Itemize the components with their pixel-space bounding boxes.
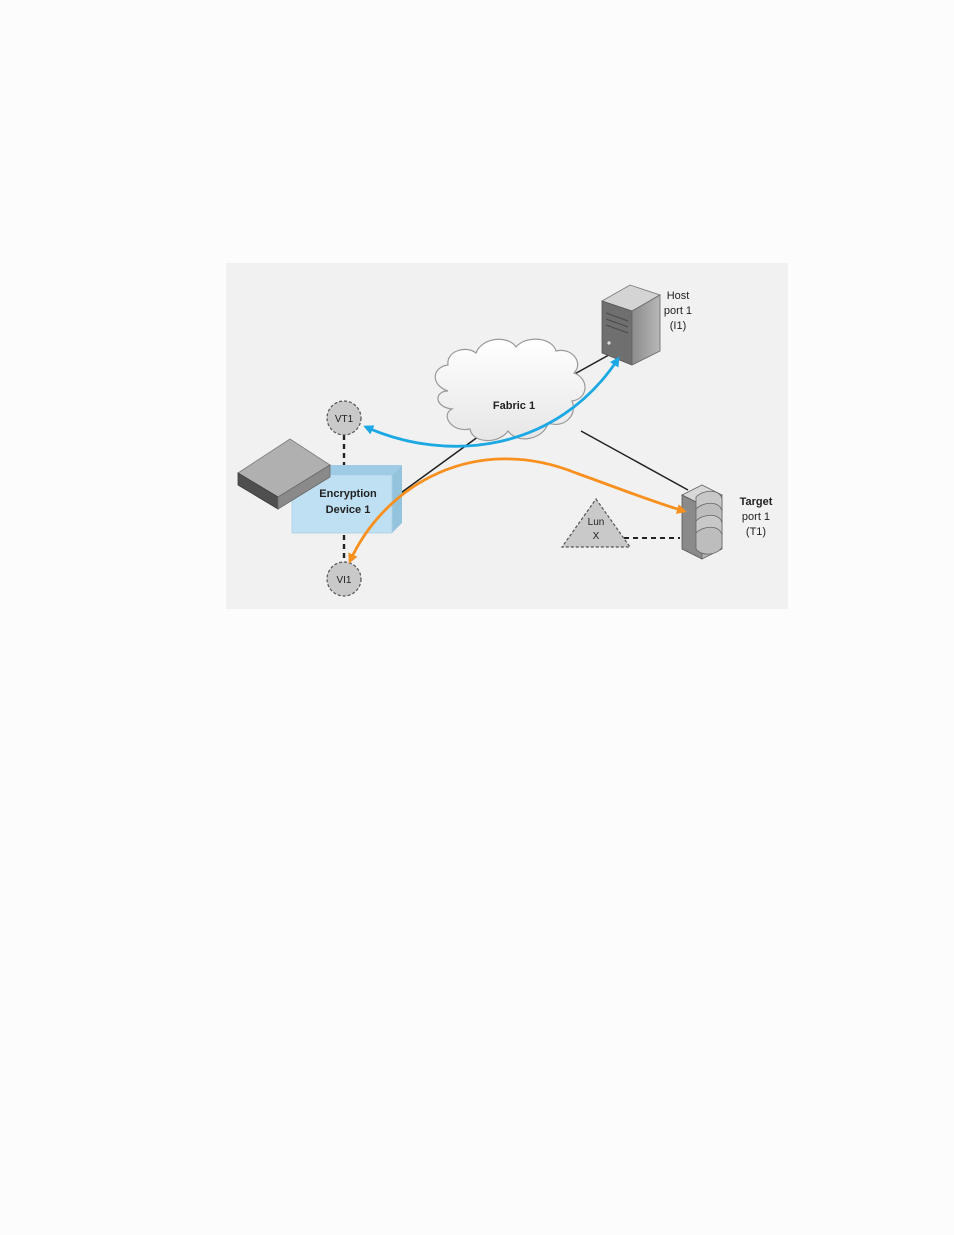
target-label-line3: (T1): [746, 526, 766, 538]
fabric-cloud: [435, 339, 585, 440]
diagram-panel: Fabric 1 Host port 1 (I1) Encryption Dev…: [226, 263, 788, 609]
host-label-line2: port 1: [664, 305, 692, 317]
target-storage-icon: [682, 485, 722, 559]
host-label-line1: Host: [667, 290, 690, 302]
host-server-icon: [602, 285, 660, 365]
device-label-line2: Device 1: [326, 504, 371, 516]
fabric-label: Fabric 1: [493, 400, 535, 412]
target-label-line1: Target: [740, 496, 773, 508]
lun-label-line2: X: [593, 531, 600, 542]
device-label-line1: Encryption: [319, 488, 377, 500]
vt1-label: VT1: [335, 414, 354, 425]
target-label-line2: port 1: [742, 511, 770, 523]
network-diagram: Fabric 1 Host port 1 (I1) Encryption Dev…: [226, 263, 788, 609]
host-label-line3: (I1): [670, 320, 687, 332]
lun-label-line1: Lun: [588, 517, 605, 528]
vi1-label: VI1: [336, 575, 351, 586]
